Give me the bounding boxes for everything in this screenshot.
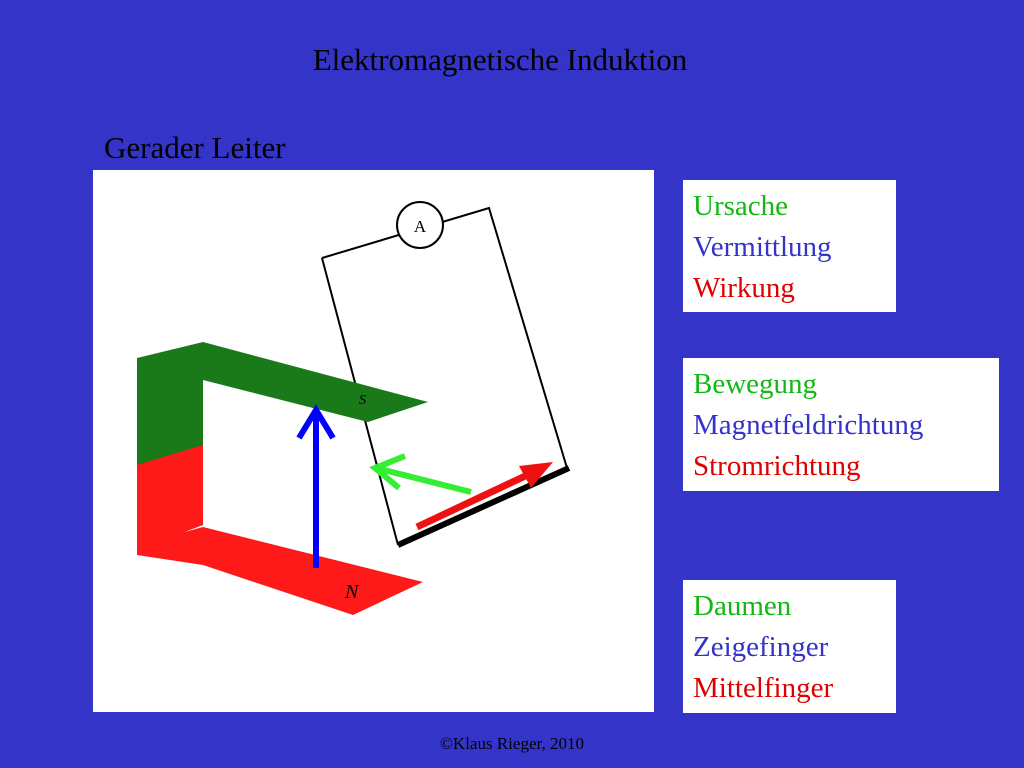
- legend-daumen: Daumen: [693, 590, 792, 622]
- magnet-bottom-arm: [137, 527, 423, 615]
- motion-arrow: [375, 465, 472, 495]
- ammeter-icon: [396, 201, 444, 249]
- legend-wirkung: Wirkung: [693, 272, 795, 304]
- induction-diagram: A N S: [93, 170, 654, 712]
- current-arrow: [415, 466, 540, 531]
- legend-magnetfeldrichtung: Magnetfeldrichtung: [693, 409, 924, 441]
- motion-arrow-head: [369, 453, 407, 491]
- slide-title: Elektromagnetische Induktion: [312, 42, 688, 77]
- magnet-back-red: [137, 445, 203, 550]
- current-arrow-head: [519, 462, 553, 488]
- conductor-bar: [396, 465, 571, 548]
- magnet-back-green: [137, 360, 203, 465]
- legend-box-hand-rule: Daumen Zeigefinger Mittelfinger: [683, 580, 896, 713]
- slide-subtitle: Gerader Leiter: [104, 130, 286, 165]
- legend-zeigefinger: Zeigefinger: [693, 631, 829, 663]
- induction-diagram-svg: A N S: [137, 201, 571, 615]
- legend-box-cause-effect: Ursache Vermittlung Wirkung: [683, 180, 896, 312]
- legend-bewegung: Bewegung: [693, 368, 818, 400]
- copyright-footer: ©Klaus Rieger, 2010: [440, 734, 584, 753]
- magnet-top-arm: [137, 342, 428, 422]
- north-pole-label: N: [344, 581, 360, 603]
- ammeter-label: A: [414, 217, 427, 236]
- legend-vermittlung: Vermittlung: [693, 231, 832, 263]
- legend-mittelfinger: Mittelfinger: [693, 672, 834, 704]
- south-pole-label: S: [359, 393, 366, 408]
- conductor-loop: [321, 206, 568, 469]
- legend-box-physics: Bewegung Magnetfeldrichtung Stromrichtun…: [683, 358, 999, 491]
- legend-ursache: Ursache: [693, 190, 789, 222]
- legend-stromrichtung: Stromrichtung: [693, 450, 861, 482]
- field-arrow-head: [296, 404, 336, 440]
